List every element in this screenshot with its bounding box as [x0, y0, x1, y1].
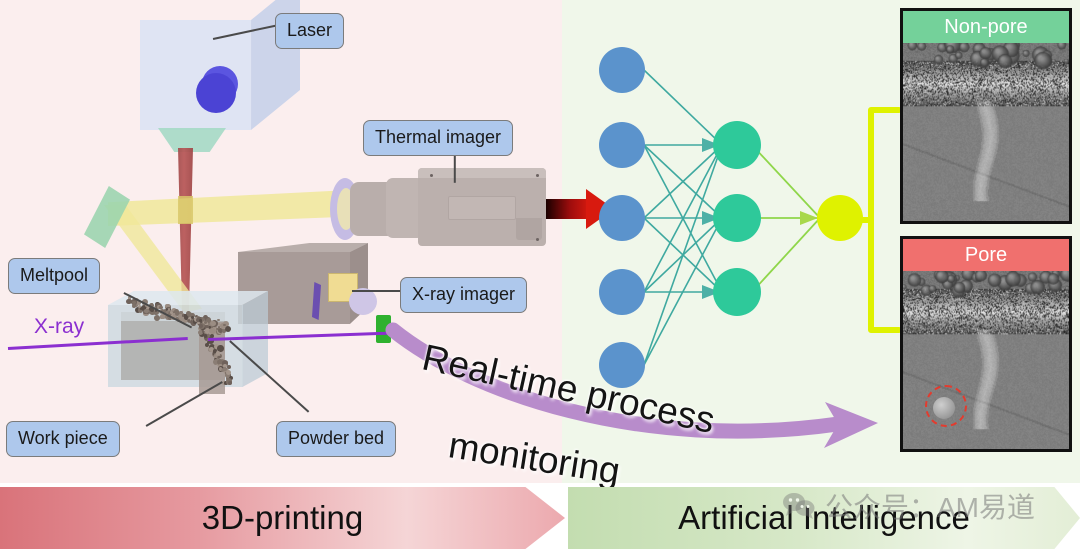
callout-meltpool[interactable]: Meltpool: [8, 258, 101, 294]
callout-work-piece[interactable]: Work piece: [6, 421, 120, 457]
stage-banner-ai-label: Artificial Intelligence: [678, 499, 970, 536]
data-flow-arrow-shaft: [546, 199, 590, 219]
result-panel-non-pore[interactable]: Non-pore: [900, 8, 1072, 224]
stage-banner-3d-printing: 3D-printing: [0, 487, 565, 549]
callout-thermal-imager[interactable]: Thermal imager: [363, 120, 514, 156]
xray-imager-lens: [349, 288, 377, 315]
callout-powder-bed[interactable]: Powder bed: [276, 421, 397, 457]
stage-banner-3d-printing-label: 3D-printing: [201, 499, 364, 536]
work-piece-glass-top: [108, 291, 268, 305]
nn-hidden-nodes: [713, 121, 761, 316]
thermal-imager-body-top: [418, 168, 546, 178]
callout-laser[interactable]: Laser: [275, 13, 345, 49]
laser-beam: [178, 148, 193, 318]
xray-imager-top-face: [238, 243, 368, 253]
thermal-imager-connector: [516, 218, 542, 240]
neural-network-diagram: [599, 47, 863, 388]
thermal-imager-panel: [448, 196, 516, 220]
nn-input-nodes: [599, 47, 645, 388]
result-panel-non-pore-xray-image: [903, 43, 1069, 221]
laser-aperture-inner: [196, 73, 236, 113]
xray-beam-label: X-ray: [34, 315, 85, 338]
xray-imager-mirror: [312, 282, 321, 320]
leader-xray-imager: [352, 290, 404, 292]
ir-beam-overlap: [178, 196, 193, 224]
result-panel-non-pore-title: Non-pore: [903, 11, 1069, 43]
result-panel-pore-xray-image: [903, 271, 1069, 449]
stage-banner-ai: Artificial Intelligence: [568, 487, 1080, 549]
nn-output-node: [817, 195, 863, 241]
pore-defect-marker: [925, 385, 967, 427]
nn-edge-arrowheads-output: [800, 211, 818, 225]
thermal-imager-screw-3: [536, 238, 539, 241]
callout-xray-imager[interactable]: X-ray imager: [400, 277, 528, 313]
classification-bracket: [845, 107, 902, 333]
result-panel-pore-title: Pore: [903, 239, 1069, 271]
thermal-imager-screw-2: [536, 174, 539, 177]
leader-thermal-imager: [454, 152, 456, 183]
result-panel-pore[interactable]: Pore: [900, 236, 1072, 452]
thermal-imager-screw-1: [430, 174, 433, 177]
xray-scintillator: [328, 273, 358, 302]
thermal-imager-lens-barrel-2: [386, 178, 424, 238]
nn-edge-arrowheads-hidden: [702, 138, 720, 299]
